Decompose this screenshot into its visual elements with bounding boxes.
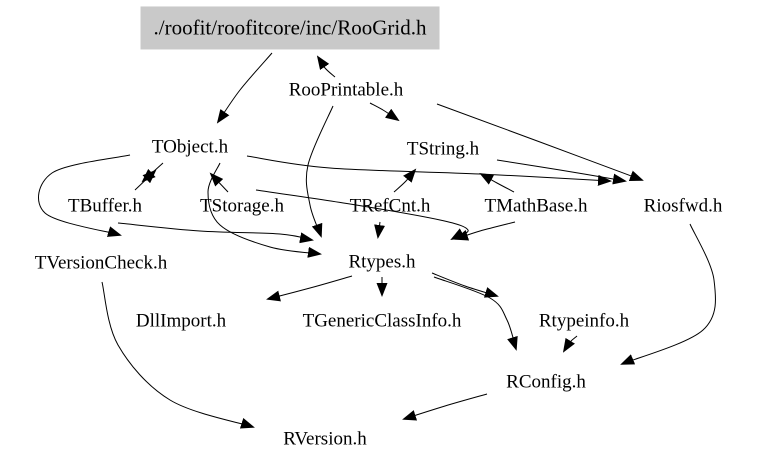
edge-tversioncheck-rversion — [101, 281, 255, 429]
edge-trefcnt-rtypes — [374, 221, 386, 239]
node-tmathbase[interactable]: TMathBase.h — [484, 195, 588, 217]
node-rversion[interactable]: RVersion.h — [283, 428, 367, 450]
edge-rooprintable-roogrid — [316, 55, 336, 78]
node-tbuffer[interactable]: TBuffer.h — [67, 195, 143, 217]
edge-tbuffer-rtypes — [117, 222, 314, 244]
edge-tbuffer-tobject — [134, 169, 157, 191]
node-tversioncheck[interactable]: TVersionCheck.h — [34, 252, 168, 274]
node-tstorage[interactable]: TStorage.h — [200, 195, 284, 217]
node-rtypes[interactable]: Rtypes.h — [348, 251, 416, 273]
node-roogrid: ./roofit/roofitcore/inc/RooGrid.h — [140, 6, 440, 50]
edge-tobject-tversioncheck — [38, 154, 131, 237]
edge-trefcnt-tstring — [393, 168, 417, 193]
edge-rconfig-rversion — [402, 393, 488, 421]
edge-tstorage-tobject — [209, 172, 229, 193]
node-riosfwd[interactable]: Riosfwd.h — [643, 195, 723, 217]
edge-rtypes-dllimport — [266, 275, 353, 302]
edge-tstring-riosfwd — [496, 159, 627, 185]
node-rconfig[interactable]: RConfig.h — [506, 371, 586, 393]
edge-rtypes-rconfig — [433, 276, 518, 351]
edge-rtypeinfo-rconfig — [562, 335, 578, 353]
node-rtypeinfo[interactable]: Rtypeinfo.h — [538, 310, 630, 332]
node-rooprintable[interactable]: RooPrintable.h — [288, 79, 404, 101]
edge-rtypes-rtypeinfo — [431, 272, 499, 298]
node-tgenericclassinfo[interactable]: TGenericClassInfo.h — [302, 310, 462, 332]
node-tstring[interactable]: TString.h — [406, 138, 480, 160]
node-tobject[interactable]: TObject.h — [151, 136, 229, 158]
edge-tobject-rtypes — [207, 162, 322, 258]
node-dllimport[interactable]: DllImport.h — [135, 310, 227, 332]
node-trefcnt[interactable]: TRefCnt.h — [349, 195, 431, 217]
edge-rooprintable-rtypes — [305, 105, 334, 238]
edge-tmathbase-tstring — [479, 173, 515, 193]
edge-tobject-tbuffer — [141, 162, 164, 183]
edge-rooprintable-riosfwd — [436, 103, 644, 181]
edge-rooprintable-tstring — [369, 102, 400, 122]
edge-riosfwd-rconfig — [620, 223, 717, 365]
edge-roogrid-tobject — [216, 52, 273, 124]
edge-tmathbase-rtypes — [454, 221, 516, 241]
